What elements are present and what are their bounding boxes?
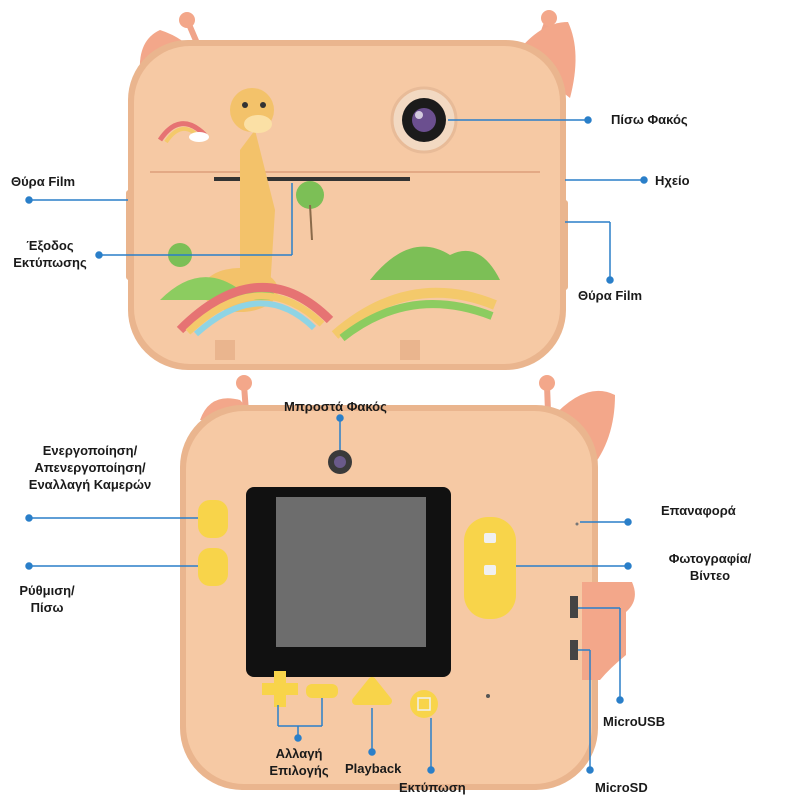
label-speaker: Ηχείο bbox=[655, 173, 690, 188]
camera-front-view bbox=[180, 375, 635, 790]
label-film-door-right: Θύρα Film bbox=[578, 288, 643, 303]
label-change-option-line1: Αλλαγή bbox=[275, 746, 323, 761]
callout-lines bbox=[25, 116, 648, 774]
label-change-option-line2: Επιλογής bbox=[269, 763, 329, 778]
playback-button[interactable] bbox=[352, 677, 392, 705]
power-button[interactable] bbox=[198, 500, 228, 538]
settings-back-button[interactable] bbox=[198, 548, 228, 586]
print-exit-slot bbox=[214, 177, 410, 181]
label-settings-back: Ρύθμιση/ Πίσω bbox=[14, 582, 80, 616]
label-photo-video-line2: Βίντεο bbox=[689, 568, 731, 583]
label-front-lens: Μπροστά Φακός bbox=[284, 399, 387, 414]
label-photo-video-line1: Φωτογραφία/ bbox=[668, 551, 752, 566]
side-port-cover[interactable] bbox=[582, 582, 635, 680]
camera-back-view bbox=[126, 10, 576, 370]
label-playback: Playback bbox=[345, 761, 402, 776]
label-microsd: MicroSD bbox=[595, 780, 648, 795]
label-photo-video: Φωτογραφία/ Βίντεο bbox=[655, 550, 765, 584]
label-settings-back-line1: Ρύθμιση/ bbox=[19, 583, 75, 598]
label-power-line2: Απενεργοποίηση/ bbox=[34, 460, 146, 475]
label-change-option: Αλλαγή Επιλογής bbox=[258, 745, 340, 779]
reset-hole[interactable] bbox=[575, 522, 579, 526]
label-print-exit: Έξοδος Εκτύπωσης bbox=[8, 237, 92, 271]
antenna-knob bbox=[541, 10, 557, 26]
label-print-exit-line2: Εκτύπωσης bbox=[13, 255, 87, 270]
label-microusb: MicroUSB bbox=[603, 714, 666, 729]
label-power: Ενεργοποίηση/ Απενεργοποίηση/ Εναλλαγή Κ… bbox=[10, 442, 170, 493]
screen bbox=[276, 497, 426, 647]
antenna-knob bbox=[179, 12, 195, 28]
label-film-door-left: Θύρα Film bbox=[11, 174, 76, 189]
label-reset: Επαναφορά bbox=[661, 503, 736, 518]
label-print-exit-line1: Έξοδος bbox=[26, 238, 74, 253]
label-power-line3: Εναλλαγή Καμερών bbox=[28, 477, 152, 492]
label-rear-lens: Πίσω Φακός bbox=[611, 112, 688, 127]
minus-button[interactable] bbox=[306, 684, 338, 698]
label-print: Εκτύπωση bbox=[399, 780, 466, 795]
print-button[interactable] bbox=[410, 690, 438, 718]
label-settings-back-line2: Πίσω bbox=[30, 600, 64, 615]
plus-button[interactable] bbox=[262, 671, 298, 707]
label-power-line1: Ενεργοποίηση/ bbox=[42, 443, 138, 458]
